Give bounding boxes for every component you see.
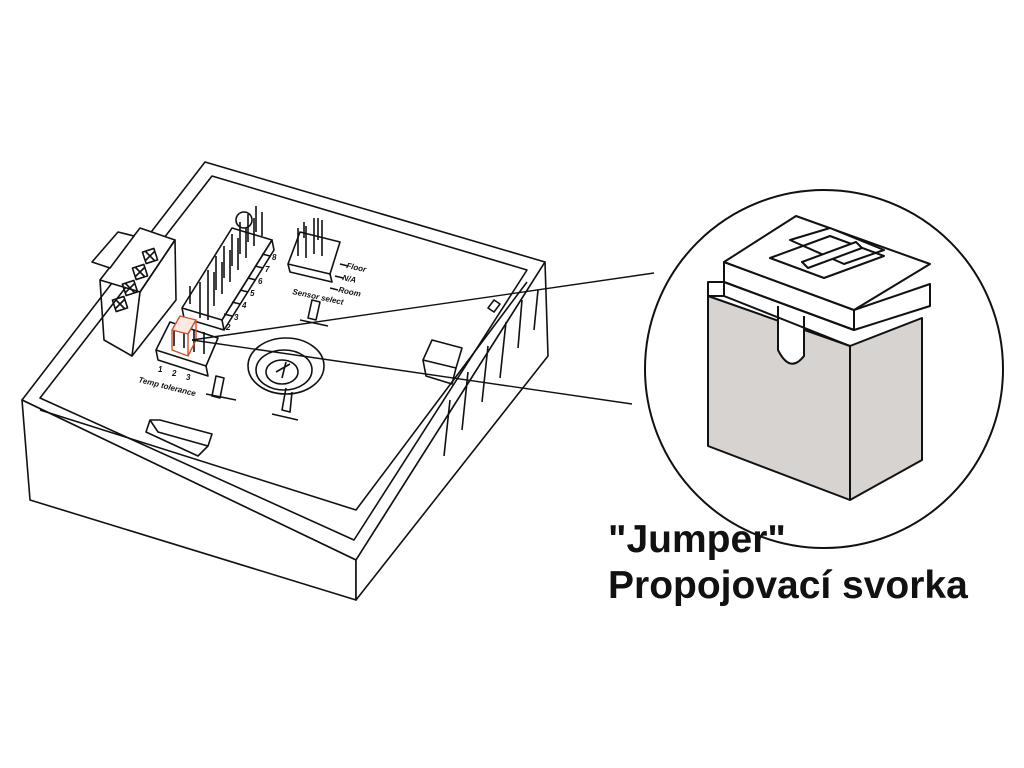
pin-number: 8 — [272, 253, 277, 262]
potentiometer — [247, 337, 325, 421]
floor-label: Floor — [346, 261, 368, 274]
pin-number: 4 — [241, 301, 247, 310]
pin-number: 7 — [265, 265, 270, 274]
jumper-highlight — [171, 315, 197, 357]
pin-number: 2 — [225, 323, 231, 332]
pin-number: 2 — [171, 369, 177, 378]
pin-number: 5 — [250, 289, 255, 298]
caption-czech: Propojovací svorka — [608, 564, 968, 607]
na-label: N/A — [342, 273, 358, 285]
jumper-enlarged — [707, 215, 931, 501]
leader-lines — [191, 272, 655, 405]
pin-header-sensor — [287, 218, 349, 327]
pin-number: 6 — [258, 277, 263, 286]
pin-header-main — [181, 206, 275, 331]
terminal-block — [91, 227, 177, 357]
pin-number: 3 — [234, 313, 239, 322]
caption-jumper: "Jumper" — [608, 518, 786, 561]
pin-number: 1 — [158, 365, 163, 374]
pin-number: 3 — [186, 373, 191, 382]
